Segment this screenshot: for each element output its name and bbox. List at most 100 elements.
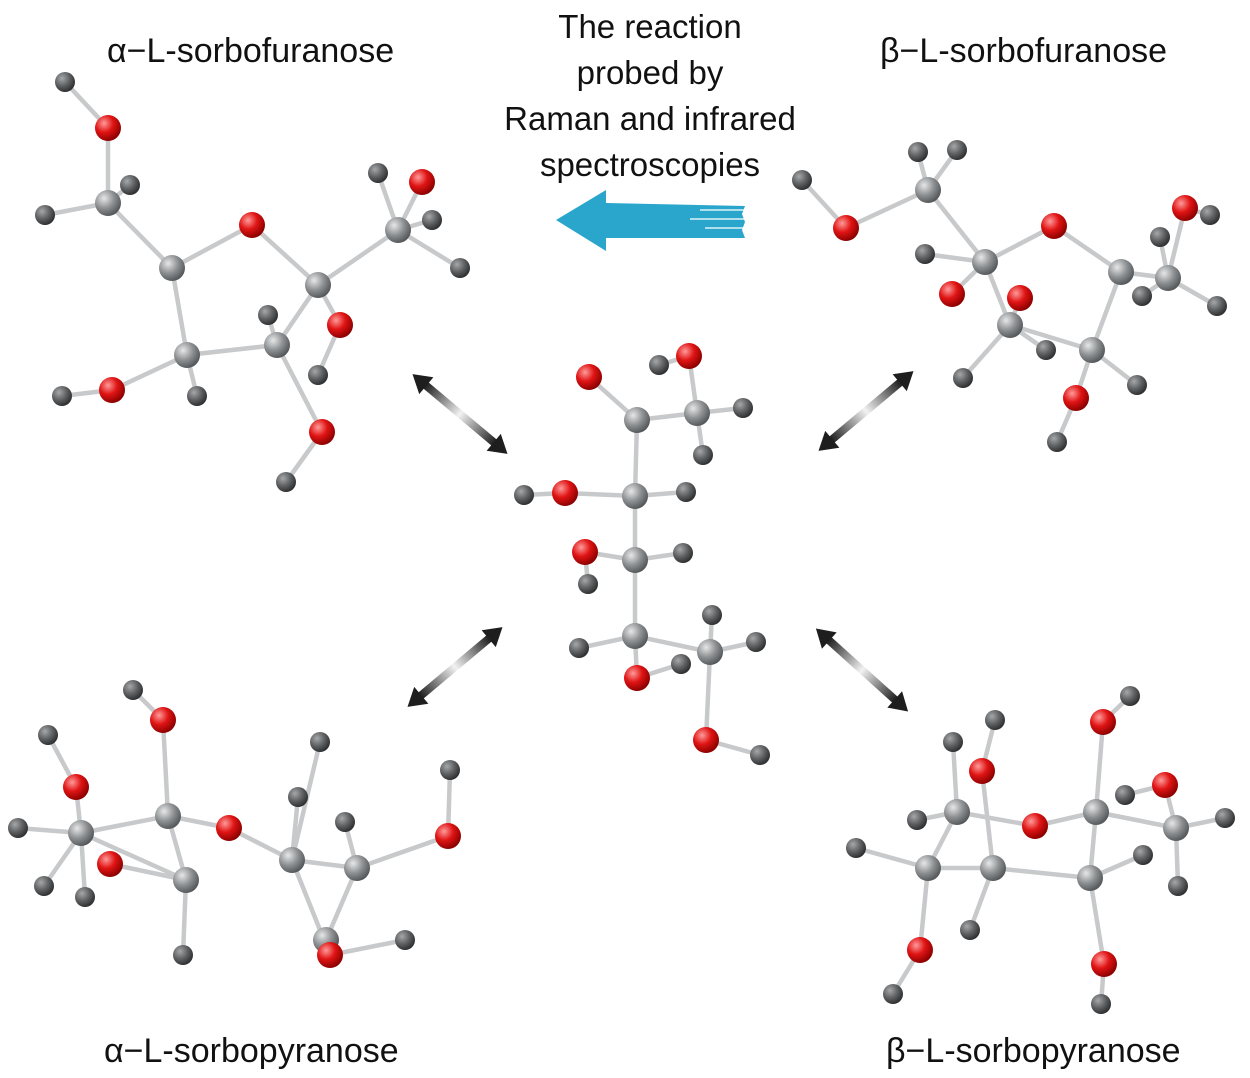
oxygen-atom xyxy=(552,480,578,506)
carbon-atom xyxy=(1077,865,1103,891)
label-beta-furanose: β−L-sorbofuranose xyxy=(880,32,1168,70)
oxygen-atom xyxy=(409,169,435,195)
oxygen-atom xyxy=(1172,195,1198,221)
carbon-atom xyxy=(622,483,648,509)
oxygen-atom xyxy=(693,727,719,753)
oxygen-atom xyxy=(1041,213,1067,239)
oxygen-atom xyxy=(95,115,121,141)
hydrogen-atom xyxy=(1091,994,1111,1014)
oxygen-atom xyxy=(327,312,353,338)
hydrogen-atom xyxy=(368,163,388,183)
carbon-atom xyxy=(174,342,200,368)
hydrogen-atom xyxy=(1127,375,1147,395)
carbon-atom xyxy=(684,400,710,426)
equilibrium-arrow-top-left xyxy=(412,374,508,454)
carbon-atom xyxy=(95,190,121,216)
hydrogen-atom xyxy=(1215,808,1235,828)
hydrogen-atom xyxy=(1115,785,1135,805)
hydrogen-atom xyxy=(276,472,296,492)
bond xyxy=(917,865,931,953)
hydrogen-atom xyxy=(8,818,28,838)
carbon-atom xyxy=(622,547,648,573)
caption-line: spectroscopies xyxy=(539,146,761,183)
hydrogen-atom xyxy=(733,398,753,418)
hydrogen-atom xyxy=(960,920,980,940)
oxygen-atom xyxy=(1022,813,1048,839)
hydrogen-atom xyxy=(38,725,58,745)
carbon-atom xyxy=(385,217,411,243)
carbon-atom xyxy=(915,177,941,203)
bond xyxy=(990,865,1093,881)
carbon-atom xyxy=(980,855,1006,881)
equilibrium-arrow-bottom-left xyxy=(407,627,503,707)
hydrogen-atom xyxy=(746,632,766,652)
hydrogen-atom xyxy=(915,244,935,264)
oxygen-atom xyxy=(239,212,265,238)
hydrogen-atom xyxy=(1150,227,1170,247)
carbon-atom xyxy=(264,332,290,358)
hydrogen-atom xyxy=(1207,296,1227,316)
caption-line: Raman and infrared xyxy=(504,100,796,137)
carbon-atom xyxy=(1079,337,1105,363)
oxygen-atom xyxy=(1007,285,1033,311)
oxygen-atom xyxy=(939,281,965,307)
bond xyxy=(925,187,988,265)
bond xyxy=(274,342,325,435)
hydrogen-atom xyxy=(693,445,713,465)
hydrogen-atom xyxy=(702,605,722,625)
hydrogen-atom xyxy=(120,175,140,195)
oxygen-atom xyxy=(1063,385,1089,411)
oxygen-atom xyxy=(676,343,702,369)
bond xyxy=(160,717,171,819)
bond xyxy=(323,865,360,943)
hydrogen-atom xyxy=(985,710,1005,730)
hydrogen-atom xyxy=(440,760,460,780)
carbon-atom xyxy=(344,855,370,881)
oxygen-atom xyxy=(216,815,242,841)
hydrogen-atom xyxy=(335,812,355,832)
bond xyxy=(169,222,255,271)
hydrogen-atom xyxy=(673,543,693,563)
hydrogen-atom xyxy=(1168,876,1188,896)
bond xyxy=(1051,223,1124,275)
hydrogen-atom xyxy=(258,305,278,325)
label-beta-pyranose: β−L-sorbopyranose xyxy=(886,1032,1181,1070)
hydrogen-atom xyxy=(750,745,770,765)
carbon-atom xyxy=(305,272,331,298)
hydrogen-atom xyxy=(55,72,75,92)
bond xyxy=(78,813,171,836)
hydrogen-atom xyxy=(187,386,207,406)
carbon-atom xyxy=(1155,265,1181,291)
hydrogen-atom xyxy=(953,368,973,388)
oxygen-atom xyxy=(907,937,933,963)
hydrogen-atom xyxy=(676,482,696,502)
bond xyxy=(1093,719,1106,815)
hydrogen-atom xyxy=(578,574,598,594)
reaction-arrow xyxy=(556,190,745,251)
hydrogen-atom xyxy=(422,210,442,230)
hydrogen-atom xyxy=(123,680,143,700)
molecules-layer xyxy=(8,72,1235,1014)
caption-line: The reaction xyxy=(558,8,742,45)
hydrogen-atom xyxy=(1200,205,1220,225)
oxygen-atom xyxy=(969,758,995,784)
carbon-atom xyxy=(697,639,723,665)
carbon-atom xyxy=(944,799,970,825)
oxygen-atom xyxy=(150,707,176,733)
bond xyxy=(249,222,321,288)
hydrogen-atom xyxy=(1133,845,1153,865)
carbon-atom xyxy=(622,623,648,649)
oxygen-atom xyxy=(63,774,89,800)
equilibrium-arrow-top-right xyxy=(818,371,914,451)
oxygen-atom xyxy=(576,364,602,390)
carbon-atom xyxy=(1083,799,1109,825)
hydrogen-atom xyxy=(792,170,812,190)
equilibrium-arrow-bottom-right xyxy=(815,628,909,712)
hydrogen-atom xyxy=(514,485,534,505)
hydrogen-atom xyxy=(671,654,691,674)
hydrogen-atom xyxy=(649,355,669,375)
oxygen-atom xyxy=(833,215,859,241)
hydrogen-atom xyxy=(34,876,54,896)
carbon-atom xyxy=(68,820,94,846)
